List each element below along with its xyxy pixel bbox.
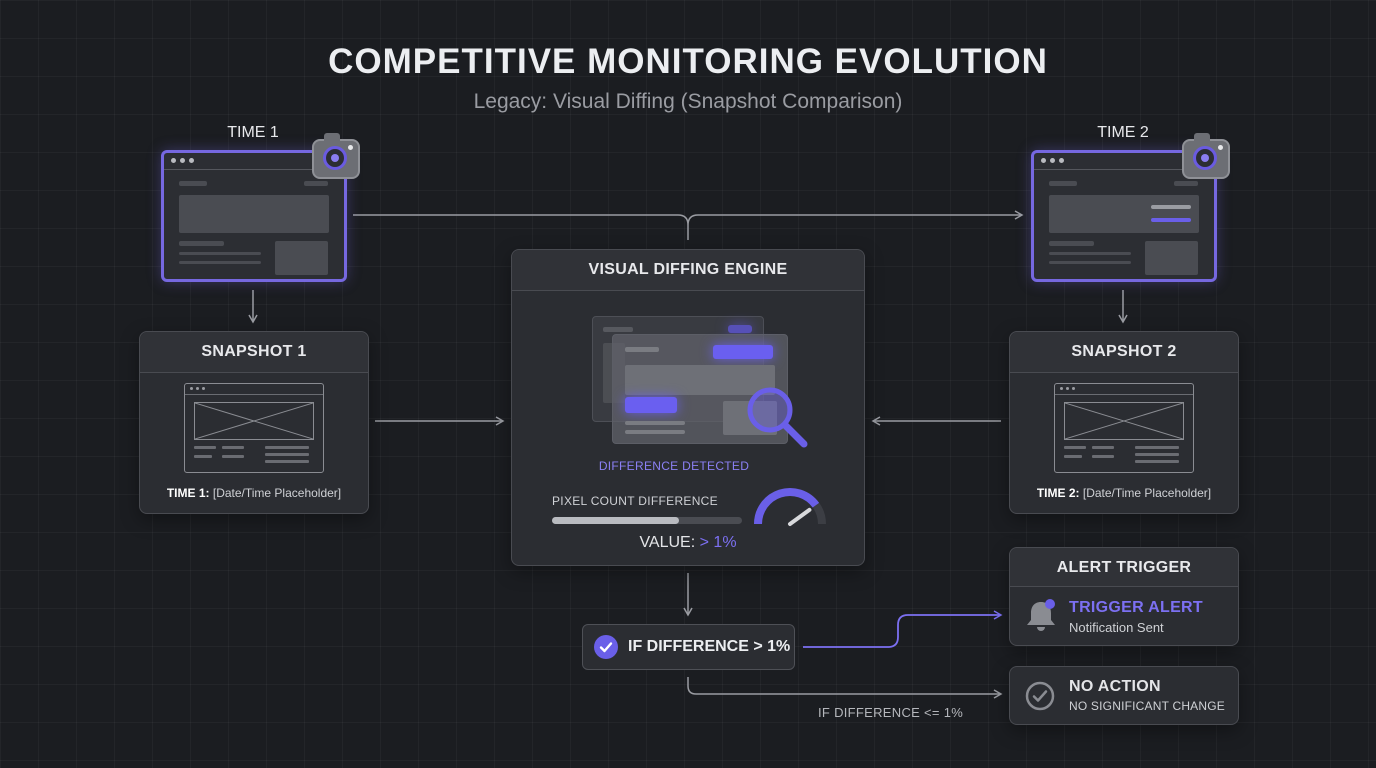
snapshot2-card: SNAPSHOT 2 TIME 2: [Date/Time Placeholde… xyxy=(1009,331,1239,514)
diffing-engine-card: VISUAL DIFFING ENGINE DIFFERENCE DETECTE… xyxy=(511,249,865,566)
snapshot1-wireframe xyxy=(184,383,324,473)
difference-detected-label: DIFFERENCE DETECTED xyxy=(598,459,750,473)
arrow-condition-to-alert xyxy=(803,610,1003,648)
snapshot1-caption: TIME 1: [Date/Time Placeholder] xyxy=(166,486,342,500)
time1-label: TIME 1 xyxy=(227,124,279,141)
difference-condition: IF DIFFERENCE > 1% xyxy=(582,624,795,670)
no-action-title: NO ACTION xyxy=(1069,678,1161,695)
engine-value: VALUE: > 1% xyxy=(639,534,737,551)
camera-icon xyxy=(312,133,360,179)
snapshot2-wireframe xyxy=(1054,383,1194,473)
condition-label: IF DIFFERENCE > 1% xyxy=(628,638,791,655)
check-circle-icon xyxy=(594,635,618,659)
page-subtitle: Legacy: Visual Diffing (Snapshot Compari… xyxy=(473,90,903,113)
snapshot1-card: SNAPSHOT 1 TIME 1: [Date/Time Placeholde… xyxy=(139,331,369,514)
page-title: COMPETITIVE MONITORING EVOLUTION xyxy=(328,42,1048,81)
arrow-condition-to-no-action xyxy=(687,677,1003,699)
snapshot1-title: SNAPSHOT 1 xyxy=(140,332,368,373)
engine-title: VISUAL DIFFING ENGINE xyxy=(512,250,864,291)
snapshot2-caption: TIME 2: [Date/Time Placeholder] xyxy=(1036,486,1212,500)
trigger-alert-subtitle: Notification Sent xyxy=(1069,620,1164,635)
gauge-icon xyxy=(754,488,826,526)
else-condition-label: IF DIFFERENCE <= 1% xyxy=(818,705,964,720)
time2-label: TIME 2 xyxy=(1097,124,1149,141)
arrow-time1-to-time2 xyxy=(353,215,1022,240)
pixel-count-progress xyxy=(552,517,742,524)
snapshot2-title: SNAPSHOT 2 xyxy=(1010,332,1238,373)
bell-icon xyxy=(1027,599,1055,631)
pixel-count-progress-fill xyxy=(552,517,680,524)
time2-browser-window xyxy=(1031,150,1217,282)
alert-trigger-header: ALERT TRIGGER xyxy=(1010,548,1238,587)
pixel-count-label: PIXEL COUNT DIFFERENCE xyxy=(552,494,718,508)
camera-icon xyxy=(1182,133,1230,179)
trigger-alert-title: TRIGGER ALERT xyxy=(1069,599,1203,616)
alert-trigger-card: ALERT TRIGGER TRIGGER ALERT Notification… xyxy=(1009,547,1239,646)
no-action-subtitle: NO SIGNIFICANT CHANGE xyxy=(1069,699,1225,713)
check-circle-icon xyxy=(1025,681,1055,711)
no-action-card: NO ACTION NO SIGNIFICANT CHANGE xyxy=(1009,666,1239,725)
magnifier-icon xyxy=(747,387,808,448)
